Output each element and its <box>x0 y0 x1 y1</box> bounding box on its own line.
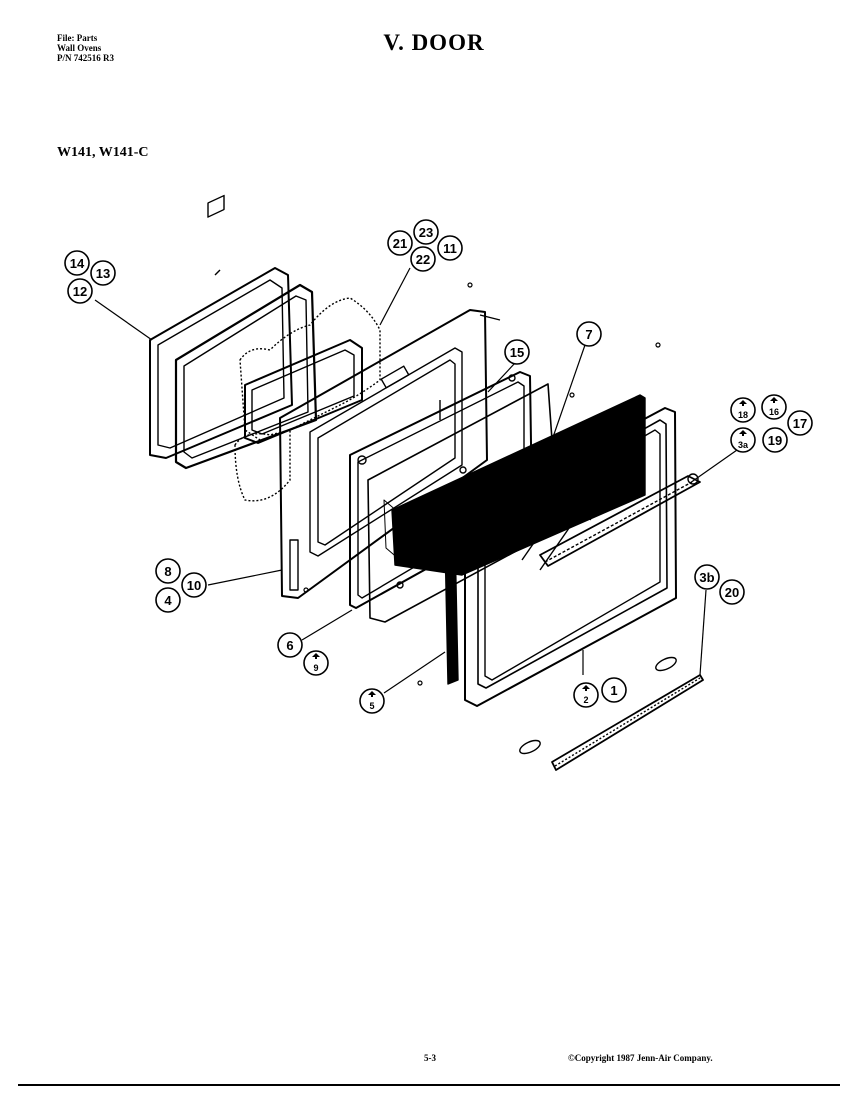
callout-label: 15 <box>510 345 524 360</box>
callout-15: 15 <box>504 339 530 365</box>
kick-trim <box>519 656 704 771</box>
marker-icon <box>368 691 376 697</box>
callout-2: 2 <box>573 682 599 708</box>
callout-9: 9 <box>303 650 329 676</box>
file-info: File: Parts Wall Ovens P/N 742516 R3 <box>57 33 114 63</box>
outer-door-frame <box>464 407 677 707</box>
bottom-rule <box>18 1084 840 1086</box>
callout-label: 3a <box>738 440 749 450</box>
callout-label: 18 <box>738 410 748 420</box>
callout-13: 13 <box>90 260 116 286</box>
callout-21: 21 <box>387 230 413 256</box>
callout-18: 18 <box>730 397 756 423</box>
category-line: Wall Ovens <box>57 43 102 53</box>
callout-20: 20 <box>719 579 745 605</box>
callout-3a: 3a <box>730 427 756 453</box>
callout-label: 13 <box>96 266 110 281</box>
screw-marks <box>303 282 661 686</box>
callout-label: 7 <box>585 327 592 342</box>
callout-label: 17 <box>793 416 807 431</box>
callout-label: 8 <box>164 564 171 579</box>
marker-icon <box>312 653 320 659</box>
door-glass-panel <box>391 394 646 685</box>
callout-label: 9 <box>313 663 318 673</box>
callout-10: 10 <box>181 572 207 598</box>
callout-label: 4 <box>164 593 172 608</box>
leader-lines <box>94 267 748 694</box>
page-title: V. DOOR <box>383 30 485 55</box>
callout-22: 22 <box>410 246 436 272</box>
callout-17: 17 <box>787 410 813 436</box>
callout-3b: 3b <box>694 564 720 590</box>
callout-14: 14 <box>64 250 90 276</box>
page-number: 5-3 <box>424 1053 436 1063</box>
callout-label: 1 <box>610 683 617 698</box>
file-line: File: Parts <box>57 33 98 43</box>
marker-icon <box>739 430 747 436</box>
marker-icon <box>770 397 778 403</box>
callout-label: 21 <box>393 236 407 251</box>
callout-7: 7 <box>576 321 602 347</box>
callout-label: 2 <box>583 695 588 705</box>
callout-6: 6 <box>277 632 303 658</box>
callout-label: 19 <box>768 433 782 448</box>
marker-icon <box>582 685 590 691</box>
callout-label: 16 <box>769 407 779 417</box>
callout-8: 8 <box>155 558 181 584</box>
door-handle <box>539 473 701 567</box>
inner-door-liner <box>149 194 318 470</box>
copyright-notice: ©Copyright 1987 Jenn-Air Company. <box>568 1053 713 1063</box>
callout-label: 11 <box>443 241 457 256</box>
callout-label: 20 <box>725 585 739 600</box>
callout-5: 5 <box>359 688 385 714</box>
callout-19: 19 <box>762 427 788 453</box>
callout-11: 11 <box>437 235 463 261</box>
callout-label: 6 <box>286 638 293 653</box>
callout-label: 22 <box>416 252 430 267</box>
callout-label: 23 <box>419 225 433 240</box>
callout-1: 1 <box>601 677 627 703</box>
callout-12: 12 <box>67 278 93 304</box>
callout-label: 10 <box>187 578 201 593</box>
insulation-and-glass <box>234 297 381 502</box>
callout-label: 3b <box>699 570 714 585</box>
inner-door-panel <box>279 309 501 599</box>
marker-icon <box>739 400 747 406</box>
callout-label: 14 <box>70 256 85 271</box>
model-label: W141, W141-C <box>57 145 149 160</box>
callout-23: 23 <box>413 219 439 245</box>
callout-4: 4 <box>155 587 181 613</box>
callout-16: 16 <box>761 394 787 420</box>
callout-label: 5 <box>369 701 374 711</box>
callout-label: 12 <box>73 284 87 299</box>
pn-line: P/N 742516 R3 <box>57 53 114 63</box>
